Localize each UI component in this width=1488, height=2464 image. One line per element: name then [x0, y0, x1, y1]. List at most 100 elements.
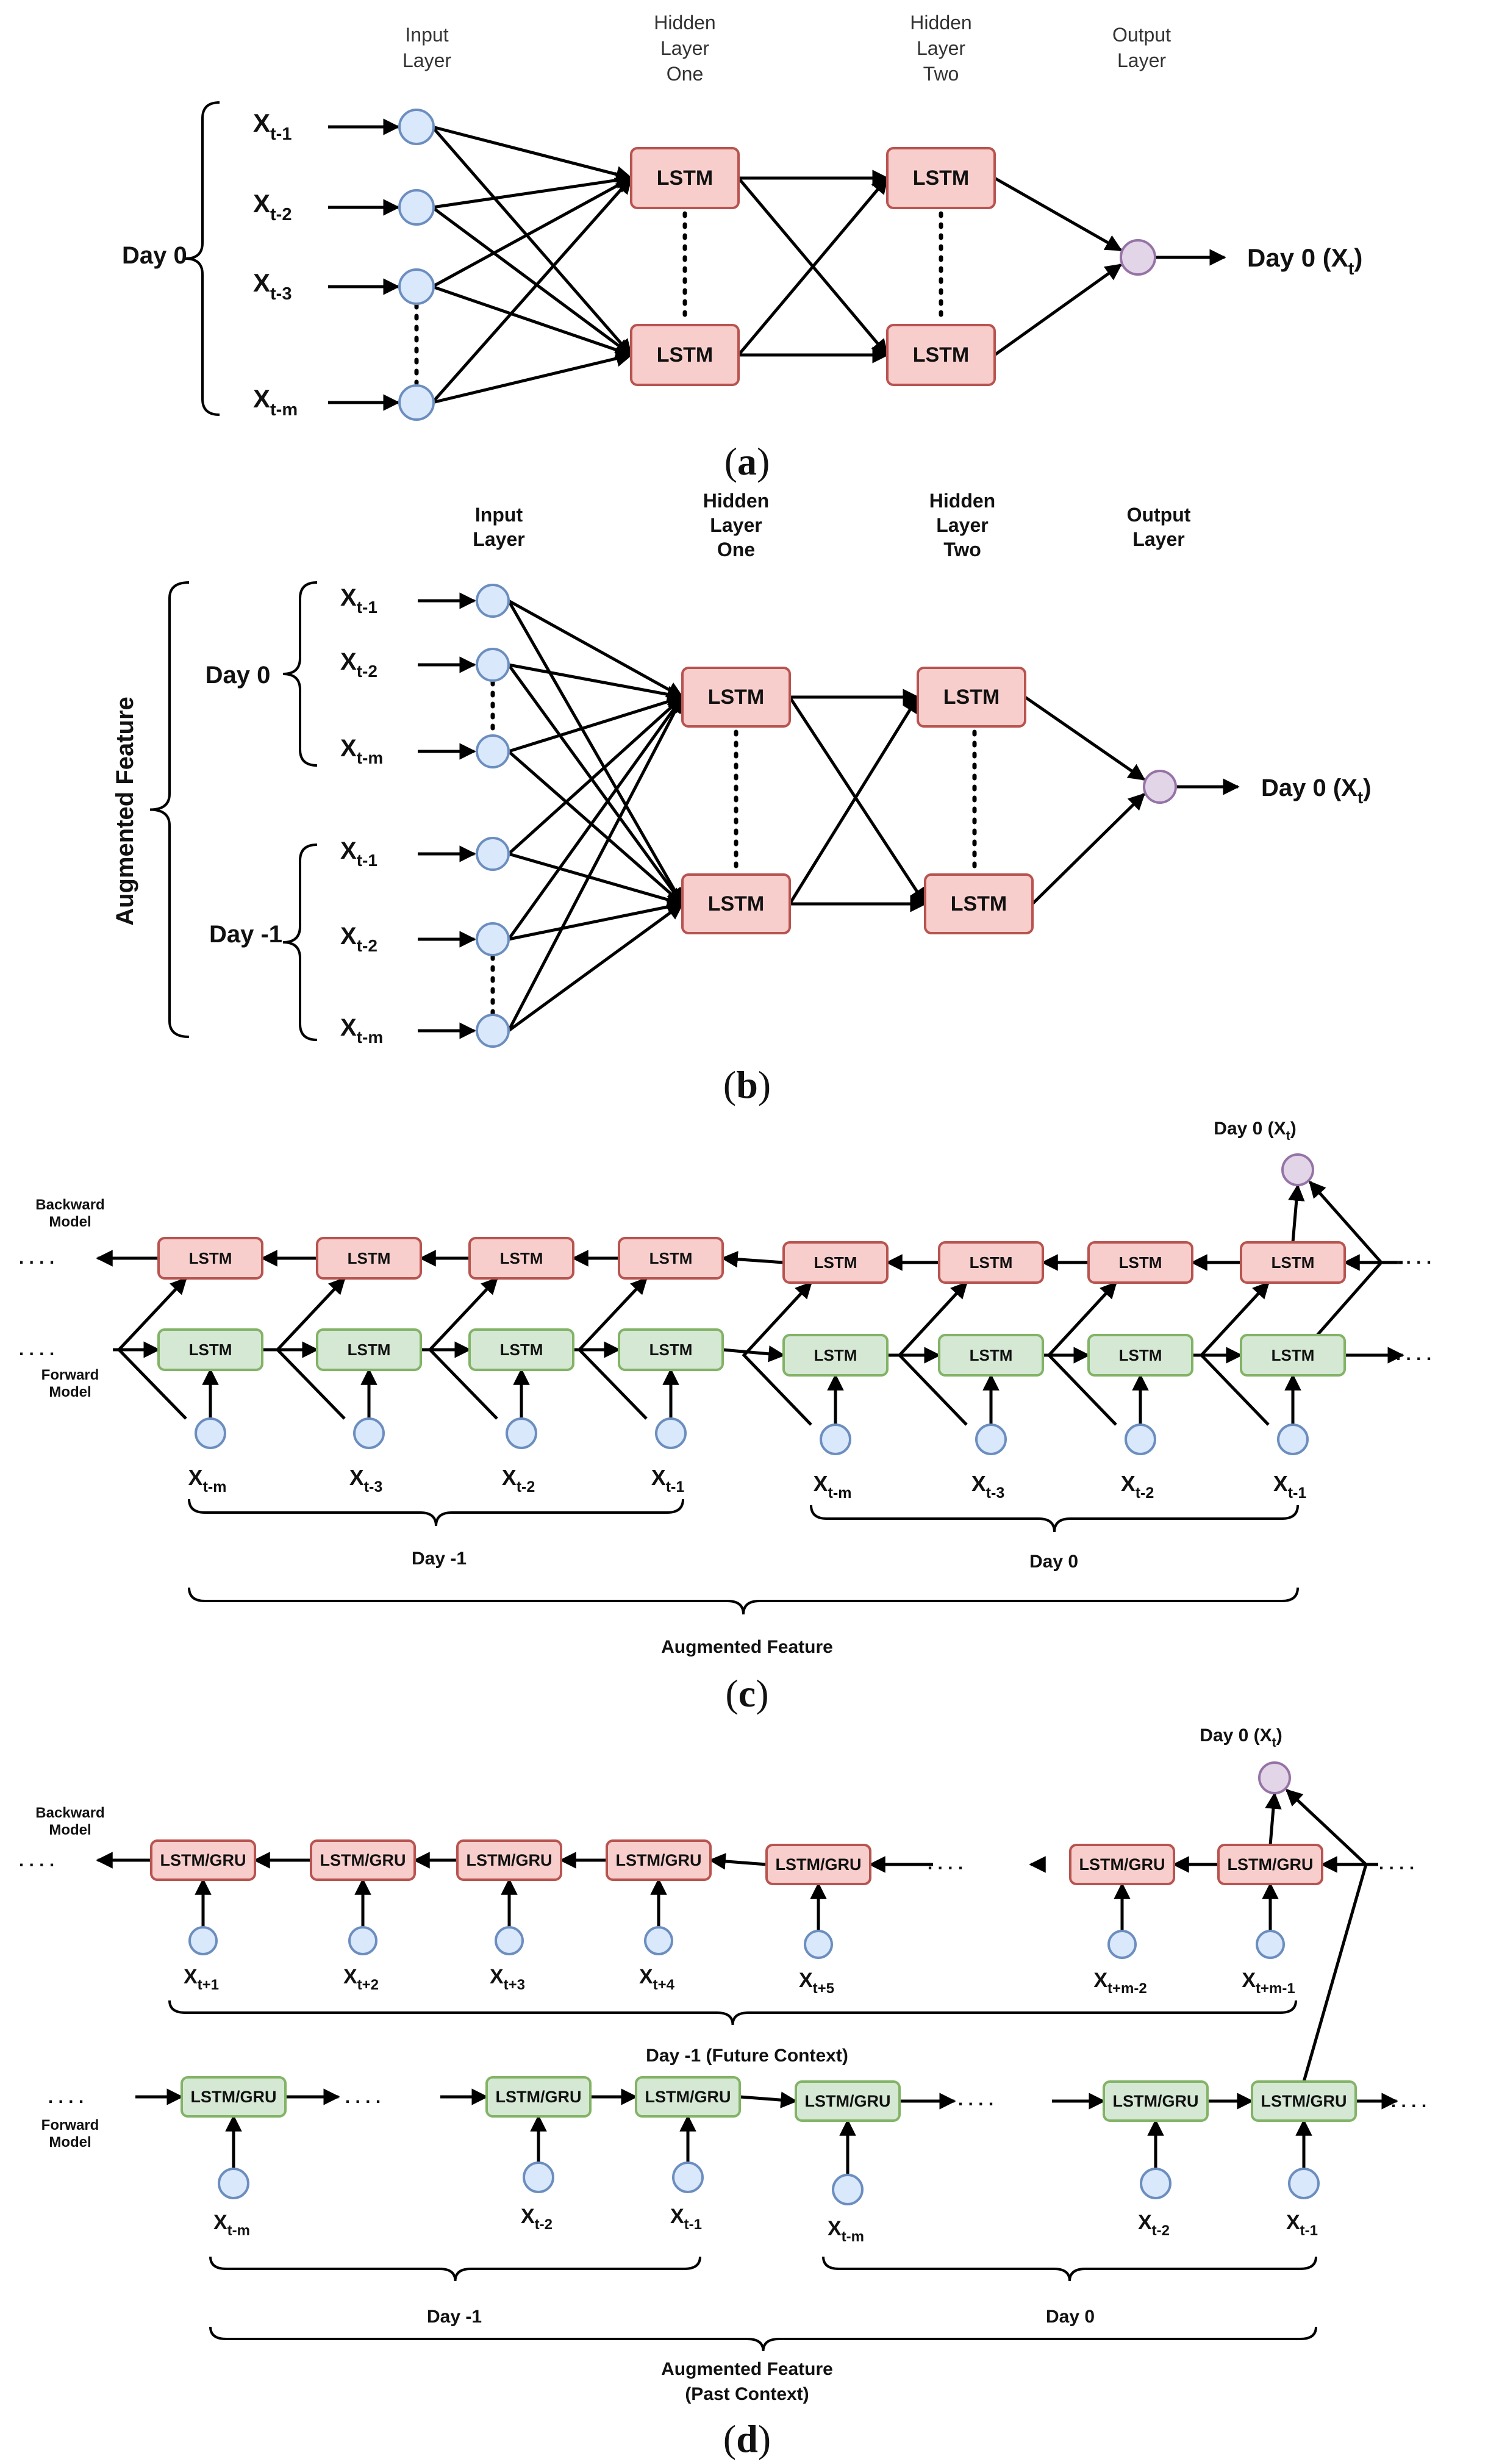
- c-backward-cell-4: [782, 1241, 889, 1284]
- d-dots-mid2-forward: . . . .: [958, 2090, 993, 2110]
- c-backward-cell-5-label: LSTM: [970, 1253, 1013, 1272]
- c-input-node-5: [975, 1424, 1007, 1455]
- b-input-node-4: [476, 922, 510, 956]
- d-fwd-input-node-2: [672, 2161, 704, 2193]
- d-back-input-label-5: Xt+m-2: [1093, 1969, 1146, 1997]
- c-dots-left-forward: . . . .: [19, 1339, 54, 1359]
- c-backward-cell-4-label: LSTM: [814, 1253, 857, 1272]
- d-backward-cell-2-label: LSTM/GRU: [467, 1851, 553, 1869]
- d-fwd-input-label-3: Xt-m: [828, 2217, 864, 2245]
- c-output-label: Day 0 (Xt): [1214, 1119, 1296, 1143]
- c-input-node-4: [820, 1424, 851, 1455]
- d-forward-cell-0-label: LSTM/GRU: [191, 2088, 277, 2106]
- b-lstm-h1-0: [681, 667, 791, 728]
- c-input-label-4: Xt-m: [814, 1471, 852, 1502]
- a-caption: (a): [724, 440, 770, 483]
- b-input-label-2: Xt-m: [340, 735, 383, 767]
- d-back-input-node-5: [1107, 1930, 1137, 1959]
- a-lstm-h1-0: [630, 147, 740, 209]
- c-brace-daym1: [188, 1499, 684, 1527]
- b-input-label-5: Xt-m: [340, 1014, 383, 1047]
- d-back-input-label-2: Xt+3: [490, 1965, 525, 1993]
- d-backward-cell-2: [456, 1839, 562, 1881]
- d-group-past-line2: (Past Context): [685, 2384, 809, 2404]
- d-backward-cell-3-label: LSTM/GRU: [616, 1851, 702, 1869]
- d-dots-right-forward: . . . .: [1391, 2091, 1426, 2111]
- b-edge-2-0: [508, 693, 684, 753]
- d-backward-cell-5: [1069, 1844, 1175, 1885]
- a-edge-1-1: [431, 206, 633, 357]
- c-backward-cell-2-label: LSTM: [500, 1249, 543, 1267]
- a-edge-3-0: [431, 176, 632, 404]
- a-lstm-h1-0-label: LSTM: [657, 167, 714, 190]
- b-edge-3-0: [507, 696, 684, 855]
- a-input-label-0: Xt-1: [253, 109, 292, 144]
- c-dots-right-backward: . . . .: [1396, 1248, 1431, 1268]
- d-fwd-input-node-5: [1288, 2168, 1320, 2199]
- c-diag-0: [116, 1277, 187, 1420]
- c-input-node-7: [1277, 1424, 1309, 1455]
- d-out-from-fwd: [1285, 1789, 1368, 2082]
- d-fwd-input-node-0: [218, 2168, 249, 2199]
- c-input-label-3: Xt-1: [651, 1465, 685, 1495]
- c-forward-cell-5: [938, 1334, 1044, 1377]
- b-edge-h1b-h2: [788, 695, 920, 905]
- d-back-input-node-2: [495, 1926, 524, 1955]
- d-back-input-node-4: [804, 1930, 833, 1959]
- d-dots-left-backward: . . . .: [19, 1850, 54, 1871]
- a-input-label-2: Xt-3: [253, 268, 292, 304]
- a-edge-3-1: [432, 350, 633, 404]
- d-group-day0: Day 0: [1046, 2307, 1095, 2327]
- b-side-label: Augmented Feature: [112, 697, 138, 926]
- connector-lines: [96, 101, 1404, 2352]
- d-fwd-input-node-3: [832, 2174, 864, 2205]
- c-forward-cell-7: [1240, 1334, 1346, 1377]
- d-brace-day0: [822, 2256, 1317, 2282]
- b-lstm-h2-0: [917, 667, 1026, 728]
- a-edge-0-0: [432, 125, 633, 183]
- b-edge-3-1: [508, 852, 684, 908]
- a-edge-h2b-out: [993, 263, 1123, 357]
- c-forward-cell-2: [468, 1328, 574, 1371]
- c-dots-left-backward: . . . .: [19, 1248, 54, 1268]
- d-back-link-4: [709, 1853, 767, 1870]
- b-output-label: Day 0 (Xt): [1261, 775, 1372, 807]
- d-forward-cell-4-label: LSTM/GRU: [1113, 2092, 1199, 2110]
- d-back-input-node-3: [644, 1926, 673, 1955]
- c-brace-all: [188, 1587, 1299, 1615]
- a-input-label-1: Xt-2: [253, 189, 292, 224]
- c-backward-cell-7-label: LSTM: [1272, 1253, 1315, 1272]
- b-lstm-h1-0-label: LSTM: [708, 686, 765, 709]
- c-input-label-1: Xt-3: [349, 1465, 383, 1495]
- c-input-node-6: [1125, 1424, 1156, 1455]
- c-input-node-1: [353, 1417, 385, 1449]
- d-back-input-label-3: Xt+4: [639, 1965, 675, 1993]
- c-forward-cell-7-label: LSTM: [1272, 1346, 1315, 1364]
- d-fwd-input-label-0: Xt-m: [213, 2211, 250, 2239]
- a-edge-h2-out: [993, 176, 1123, 252]
- b-output-node: [1143, 770, 1177, 804]
- b-input-label-1: Xt-2: [340, 648, 377, 681]
- b-edge-h2-out: [1024, 695, 1146, 781]
- d-dots-right-backward: . . . .: [1379, 1853, 1414, 1874]
- c-forward-cell-1-label: LSTM: [348, 1341, 391, 1359]
- d-output-label: Day 0 (Xt): [1200, 1725, 1282, 1750]
- c-backward-cell-5: [938, 1241, 1044, 1284]
- b-brace-daym1: [282, 843, 318, 1041]
- c-forward-cell-4-label: LSTM: [814, 1346, 857, 1364]
- c-fwd-link-3: [722, 1345, 785, 1363]
- c-diag-1: [275, 1277, 346, 1420]
- c-input-node-2: [506, 1417, 537, 1449]
- a-brace: [185, 101, 220, 416]
- c-forward-cell-6-label: LSTM: [1119, 1346, 1162, 1364]
- c-backward-cell-3: [618, 1237, 724, 1280]
- a-day-label: Day 0: [122, 242, 187, 269]
- c-input-label-2: Xt-2: [502, 1465, 535, 1495]
- a-output-label: Day 0 (Xt): [1247, 243, 1362, 279]
- a-edge-h1b-h2: [737, 176, 889, 356]
